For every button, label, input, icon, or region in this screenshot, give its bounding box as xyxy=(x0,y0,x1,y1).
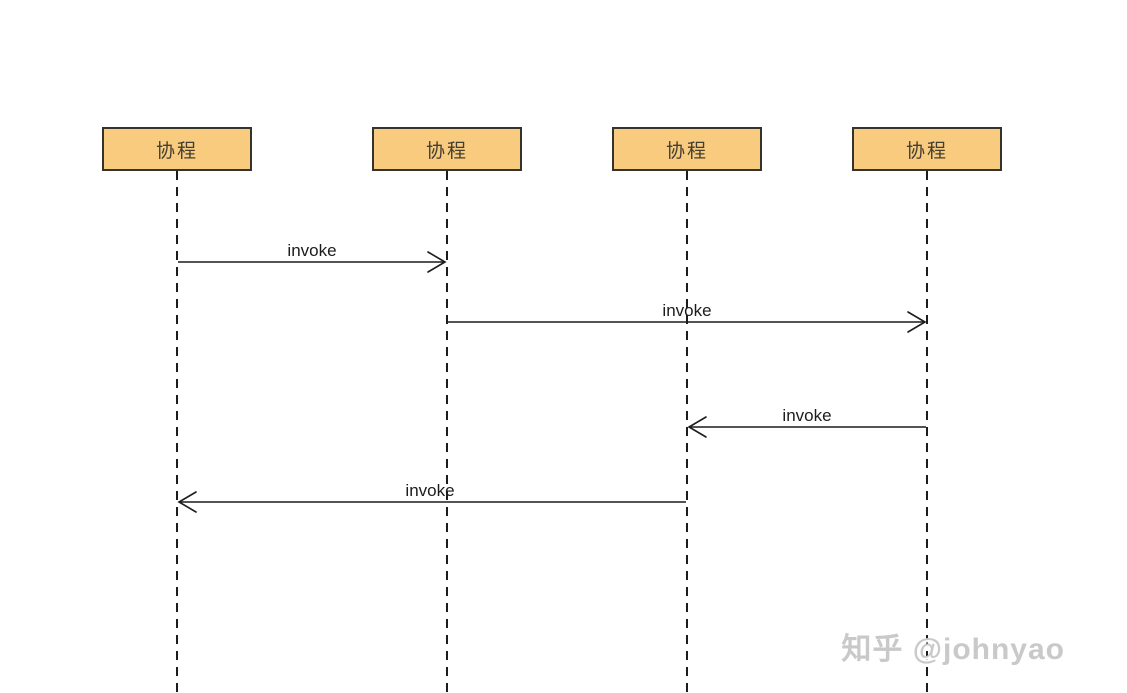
actor-box-3: 协程 xyxy=(612,127,762,171)
watermark: 知乎 @johnyao xyxy=(841,633,1065,666)
message-label: invoke xyxy=(287,241,336,260)
message-label: invoke xyxy=(782,406,831,425)
actor-box-1: 协程 xyxy=(102,127,252,171)
message-1: invoke xyxy=(178,241,447,273)
message-3: invoke xyxy=(687,406,926,438)
arrowhead-right-icon xyxy=(907,311,927,333)
arrowhead-left-icon xyxy=(177,491,197,513)
actor-label: 协程 xyxy=(155,140,198,162)
actor-box-2: 协程 xyxy=(372,127,522,171)
message-4: invoke xyxy=(177,481,686,513)
message-label: invoke xyxy=(405,481,454,500)
lifelines xyxy=(176,171,928,693)
actor-label: 协程 xyxy=(425,140,468,162)
arrowhead-left-icon xyxy=(687,416,707,438)
actor-label: 协程 xyxy=(905,140,948,162)
actor-label: 协程 xyxy=(665,140,708,162)
message-label: invoke xyxy=(662,301,711,320)
actor-box-4: 协程 xyxy=(852,127,1002,171)
message-2: invoke xyxy=(448,301,927,333)
arrowhead-right-icon xyxy=(427,251,447,273)
